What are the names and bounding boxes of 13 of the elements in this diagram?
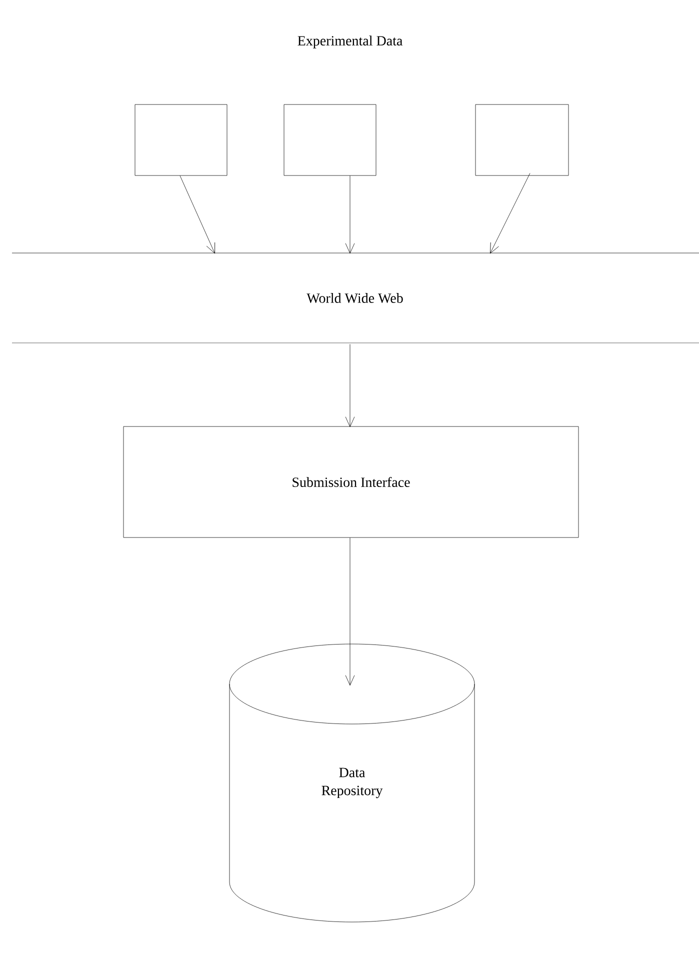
title: Experimental Data	[298, 36, 402, 48]
empty-box	[134, 104, 228, 176]
arrow	[345, 176, 355, 254]
arrow	[490, 173, 530, 254]
empty-box	[284, 104, 376, 176]
process-box: Submission Interface	[123, 426, 579, 538]
database-cylinder: Data Repository	[229, 644, 475, 922]
empty-box	[475, 104, 569, 176]
network-band: World Wide Web	[12, 252, 699, 344]
arrow	[180, 176, 216, 254]
arrow	[345, 538, 355, 686]
node-label: Data Repository	[322, 768, 383, 798]
arrow	[345, 344, 355, 428]
